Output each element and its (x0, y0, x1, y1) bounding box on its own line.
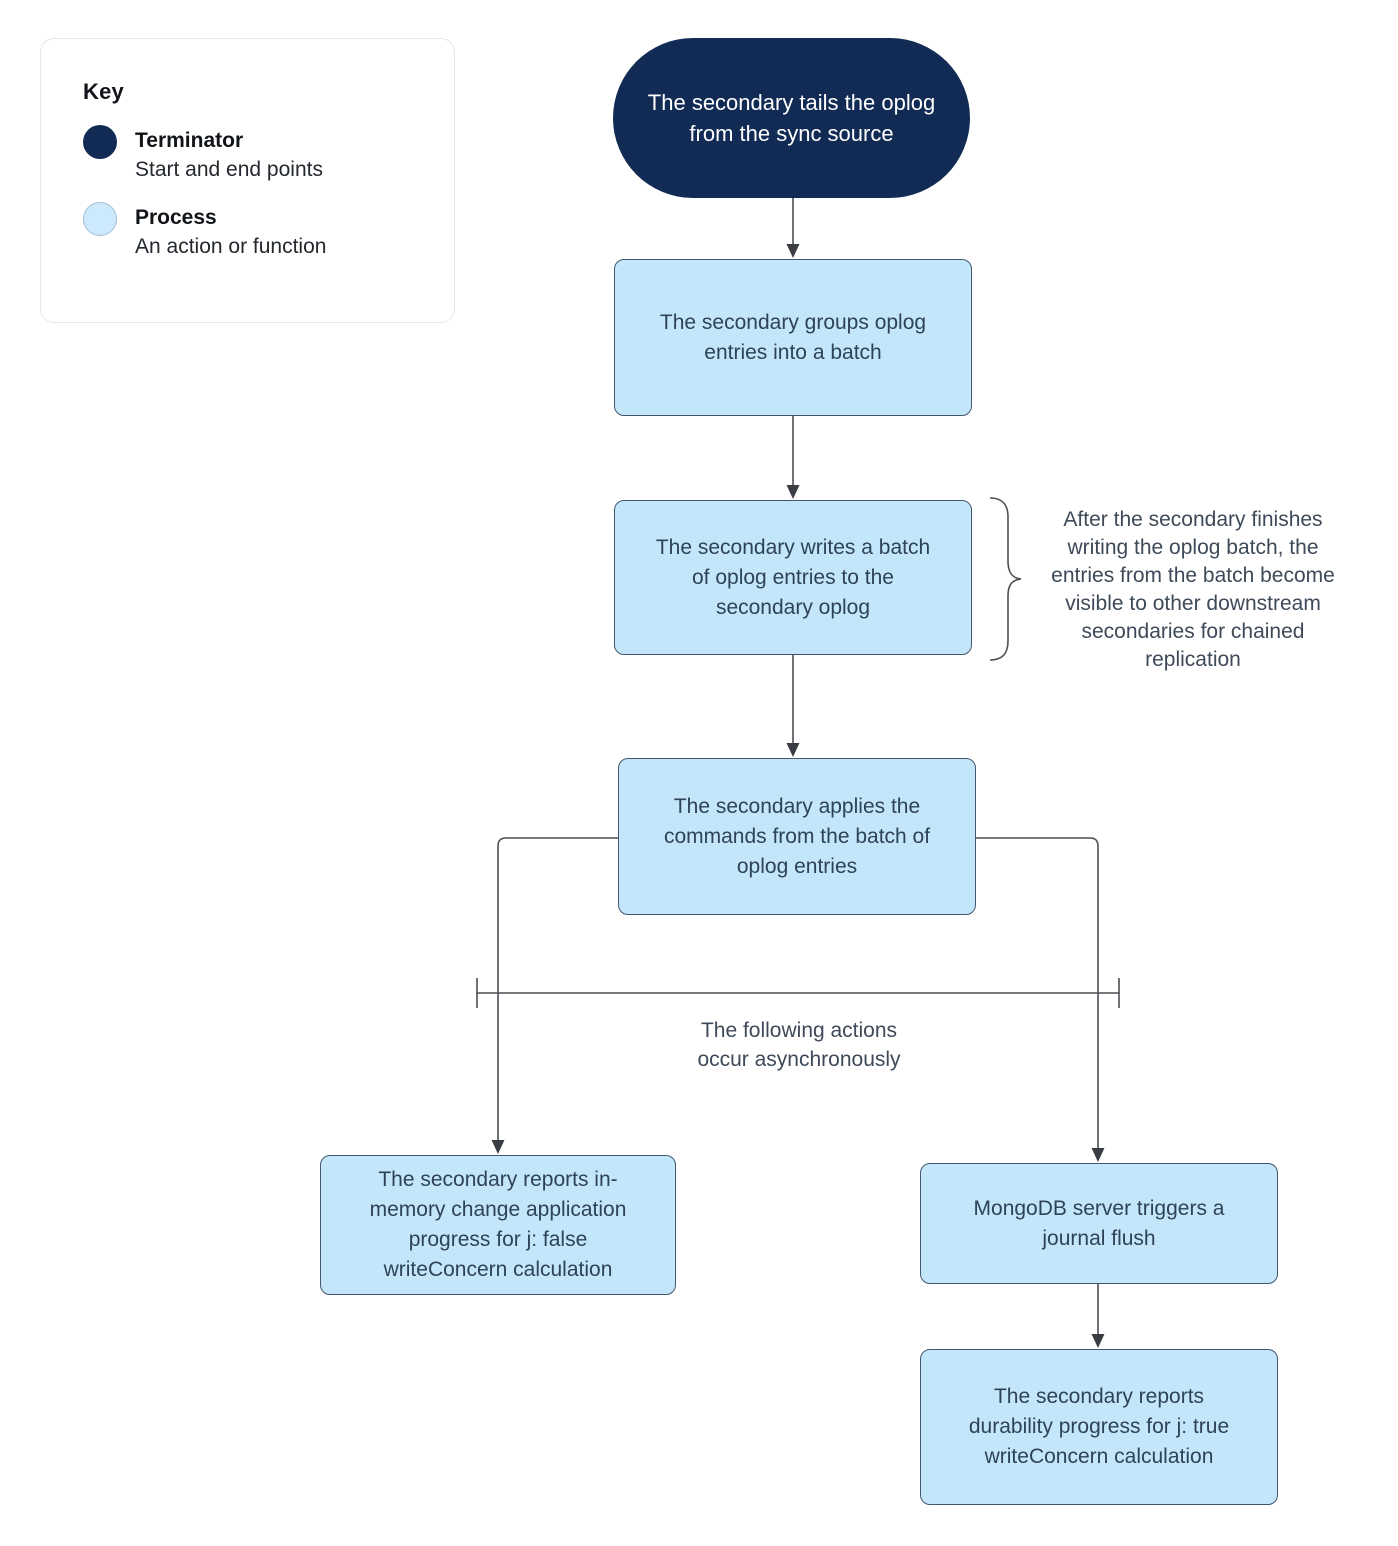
node-process-group-batch: The secondary groups oplog entries into … (614, 259, 972, 416)
legend-item-label: Process (135, 206, 217, 229)
legend-item-terminator: Terminator Start and end points (83, 125, 414, 182)
arrowhead-icon (786, 244, 800, 258)
annotation-async-note: The following actions occur asynchronous… (697, 1019, 901, 1071)
process-swatch-icon (83, 202, 117, 236)
node-process-write-oplog: The secondary writes a batch of oplog en… (614, 500, 972, 655)
arrow-apply-to-memory (497, 837, 618, 1140)
node-terminator-start: The secondary tails the oplog from the s… (613, 38, 970, 198)
node-process-report-durability: The secondary reports durability progres… (920, 1349, 1278, 1505)
legend-item-description: An action or function (135, 235, 327, 258)
arrowhead-icon (1091, 1148, 1105, 1162)
arrowhead-icon (786, 485, 800, 499)
legend: Key Terminator Start and end points Proc… (40, 38, 455, 323)
node-process-report-memory: The secondary reports in-memory change a… (320, 1155, 676, 1295)
legend-item-process: Process An action or function (83, 202, 414, 259)
terminator-swatch-icon (83, 125, 117, 159)
legend-title: Key (83, 79, 124, 104)
arrow-apply-to-flush (976, 837, 1099, 1148)
node-process-journal-flush: MongoDB server triggers a journal flush (920, 1163, 1278, 1284)
annotation-visibility-note: After the secondary finishes writing the… (1051, 508, 1335, 671)
node-process-apply-commands: The secondary applies the commands from … (618, 758, 976, 915)
arrowhead-icon (786, 743, 800, 757)
legend-item-label: Terminator (135, 129, 244, 152)
arrowhead-icon (491, 1140, 505, 1154)
arrowhead-icon (1091, 1334, 1105, 1348)
brace-icon (989, 497, 1022, 661)
legend-item-description: Start and end points (135, 158, 323, 181)
